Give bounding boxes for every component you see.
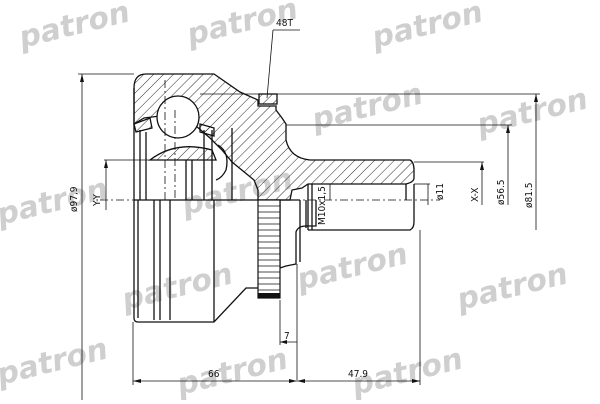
dimension-axis-x: X-X — [414, 161, 484, 205]
watermark-text: patron — [307, 77, 426, 138]
watermark-text: patron — [117, 257, 236, 318]
stub-length-label: 47.9 — [348, 369, 368, 380]
abs-offset-label: 7 — [284, 331, 290, 342]
watermark-text: patron — [292, 237, 411, 298]
spline-diameter-label: ø56.5 — [496, 179, 507, 205]
watermark-text: patron — [472, 82, 591, 143]
watermark-text: patron — [0, 332, 111, 393]
watermark-text: patron — [452, 257, 571, 318]
teeth-callout: 48T — [266, 18, 300, 99]
spline-tooth-marker — [258, 93, 278, 105]
outer-diameter-label: ø97,9 — [69, 186, 80, 212]
axis-y-label: Y-Y — [92, 194, 103, 207]
abs-ring — [257, 199, 281, 299]
axis-x-label: X-X — [470, 187, 481, 202]
thread-label: M10x1,5 — [317, 186, 328, 225]
body-length-label: 66 — [208, 369, 220, 380]
dimension-outer-diameter: ø97,9 — [69, 73, 134, 400]
dimension-stub-length: 47.9 — [297, 230, 421, 385]
flange-diameter-label: ø81.5 — [524, 182, 535, 208]
dimension-bore-diameter: ø11 — [414, 183, 446, 205]
dimension-flange-diameter: ø81.5 — [200, 93, 540, 230]
teeth-label: 48T — [276, 18, 293, 29]
housing-outline — [133, 88, 317, 323]
watermark-text: patron — [367, 0, 486, 56]
dimension-axis-y: Y-Y — [92, 159, 150, 210]
dimension-body-length: 66 — [132, 322, 297, 385]
stub-shaft: M10x1,5 — [307, 184, 415, 231]
watermark-text: patron — [172, 342, 291, 400]
watermark-text: patron — [14, 0, 133, 56]
dimension-abs-offset: 7 — [279, 264, 298, 380]
dimension-spline-diameter: ø56.5 — [286, 124, 512, 205]
bore-diameter-label: ø11 — [435, 183, 446, 200]
